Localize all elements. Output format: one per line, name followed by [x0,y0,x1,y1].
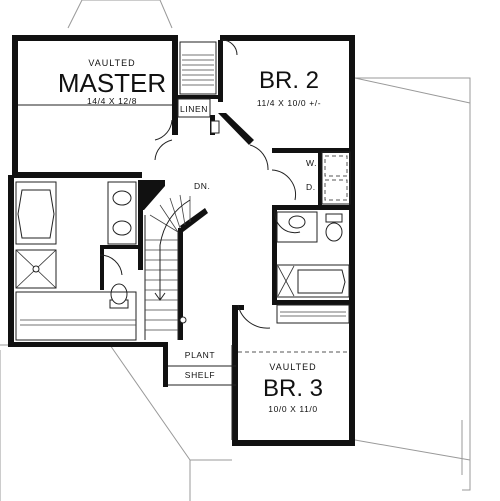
br2-room-name: BR. 2 [259,67,319,94]
dryer-label: D. [306,182,316,192]
master-bath-fixtures [15,181,137,341]
stair-down-label: DN. [194,181,210,191]
br3-room-dims: 10/0 X 11/0 [268,404,317,414]
master-closet-rod [18,41,217,106]
br3-room-name: BR. 3 [263,375,323,402]
linen-closet [177,98,220,134]
master-room-name: MASTER [58,68,166,98]
master-room-dims: 14/4 X 12/8 [87,96,137,106]
br2-room-dims: 11/4 X 10/0 +/- [257,98,321,108]
staircase [144,194,191,340]
door-swings [99,39,301,329]
br3-vaulted-tag: VAULTED [269,362,316,372]
master-vaulted-tag: VAULTED [88,58,135,68]
plant-label: PLANT [185,350,215,360]
shelf-label: SHELF [185,370,215,380]
hall-bath-fixtures [276,151,351,324]
washer-label: W. [306,158,317,168]
interior-walls [12,35,352,340]
linen-label: LINEN [180,104,208,114]
br3-details [168,345,349,440]
